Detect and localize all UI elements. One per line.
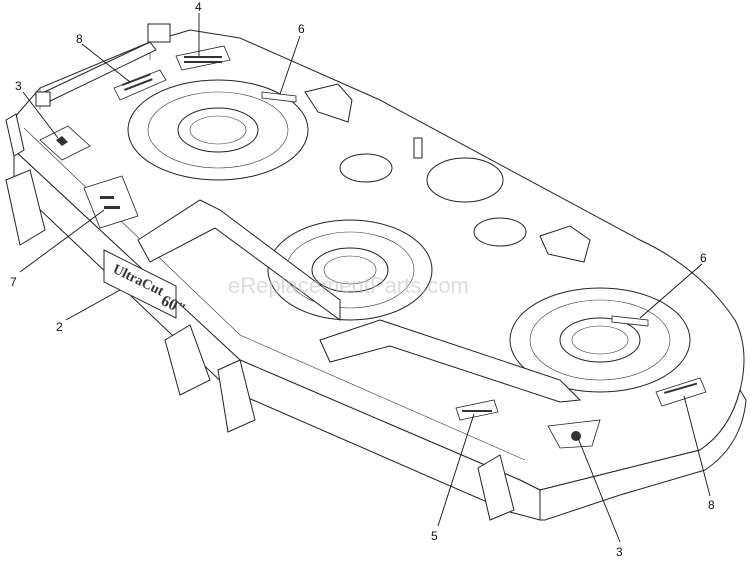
spindle-left bbox=[127, 79, 309, 181]
callouts: 8 4 6 3 7 2 6 8 5 3 bbox=[10, 0, 715, 559]
decals: UltraCut 60" bbox=[39, 45, 707, 449]
callout-8-right: 8 bbox=[708, 498, 715, 512]
decal-6-right bbox=[611, 315, 649, 327]
callout-3-front: 3 bbox=[616, 545, 623, 559]
decal-5 bbox=[455, 399, 499, 421]
decal-8-right bbox=[655, 377, 707, 407]
callout-7: 7 bbox=[10, 275, 17, 289]
watermark: eReplacementParts.com bbox=[228, 273, 469, 298]
mower-deck bbox=[5, 23, 747, 521]
callout-5: 5 bbox=[431, 529, 438, 543]
callout-4: 4 bbox=[195, 0, 202, 14]
callout-3-side: 3 bbox=[15, 79, 22, 93]
decal-6-rear bbox=[261, 91, 297, 103]
decal-4 bbox=[175, 45, 231, 71]
callout-6-rear: 6 bbox=[298, 22, 305, 36]
decal-8-rear bbox=[113, 69, 167, 101]
callout-6-right: 6 bbox=[700, 251, 707, 265]
callout-2: 2 bbox=[56, 320, 63, 334]
callout-8-rear: 8 bbox=[76, 32, 83, 46]
decal-3-side bbox=[39, 125, 91, 161]
